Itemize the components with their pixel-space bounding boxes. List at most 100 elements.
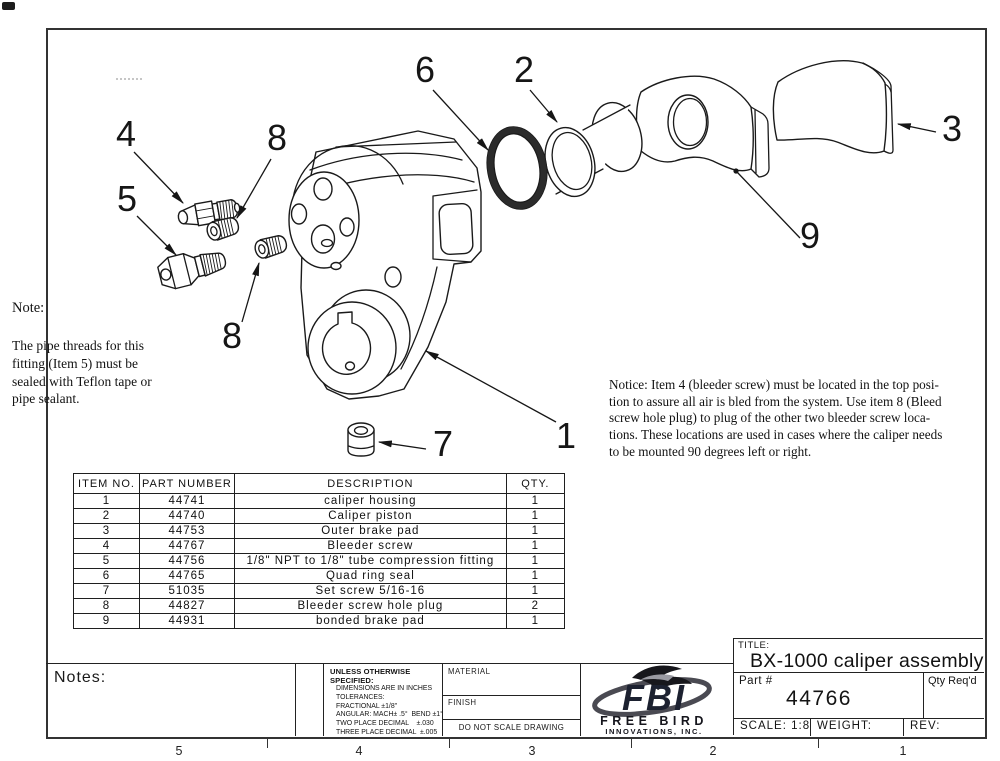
table-row: 3 44753 Outer brake pad 1	[73, 523, 565, 539]
part-number-cell: 44756	[139, 553, 235, 569]
part-number-cell: 44767	[139, 538, 235, 554]
tolerance-line: DIMENSIONS ARE IN INCHES	[336, 685, 433, 692]
title-label: TITLE:	[738, 640, 770, 651]
tolerance-line: ANGULAR: MACH± .5° BEND ±1°	[336, 711, 443, 719]
table-row: 2 44740 Caliper piston 1	[73, 508, 565, 524]
qty-cell: 1	[505, 613, 565, 629]
item-no-cell: 1	[73, 493, 140, 509]
zone-tick	[267, 737, 268, 748]
qty-cell: 1	[505, 553, 565, 569]
part-number-label: Part #	[739, 675, 773, 687]
parts-list-table: ITEM NO. PART NUMBER DESCRIPTION QTY. 1 …	[73, 473, 565, 629]
rev-label: REV:	[910, 720, 941, 732]
title-strip: Notes: UNLESS OTHERWISE SPECIFIED: DIMEN…	[46, 663, 733, 736]
qty-cell: 1	[505, 568, 565, 584]
bird-icon	[632, 665, 692, 690]
description-cell: Bleeder screw	[233, 538, 507, 554]
description-cell: 1/8" NPT to 1/8" tube compression fittin…	[233, 553, 507, 569]
description-cell: Quad ring seal	[233, 568, 507, 584]
part-number-cell: 44931	[139, 613, 235, 629]
logo-name: FREE BIRD	[600, 714, 708, 728]
logo-suffix: INNOVATIONS, INC.	[605, 727, 702, 736]
zone-tick	[449, 737, 450, 748]
qty-cell: 1	[505, 493, 565, 509]
pipe-thread-note: Note: The pipe threads for this fitting …	[12, 300, 182, 408]
part-number-cell: 51035	[139, 583, 235, 599]
zone-number: 4	[355, 744, 363, 758]
item-no-cell: 9	[73, 613, 140, 629]
description-cell: bonded brake pad	[233, 613, 507, 629]
weight-label: WEIGHT:	[817, 720, 872, 732]
qty-cell: 1	[505, 523, 565, 539]
part-number-cell: 44741	[139, 493, 235, 509]
table-row: 9 44931 bonded brake pad 1	[73, 613, 565, 629]
tolerance-line: FRACTIONAL ±1/8"	[336, 702, 398, 710]
finish-label: FINISH	[448, 698, 477, 707]
item-no-cell: 6	[73, 568, 140, 584]
bleeder-notice: Notice: Item 4 (bleeder screw) must be l…	[609, 377, 943, 459]
zone-number: 5	[175, 744, 183, 758]
part-number-cell: 44740	[139, 508, 235, 524]
tolerance-line: THREE PLACE DECIMAL ±.005	[336, 729, 438, 737]
qty-cell: 1	[505, 508, 565, 524]
notes-label: Notes:	[54, 669, 107, 686]
scale-row: SCALE: 1:8 WEIGHT: REV:	[734, 718, 984, 736]
table-row: 5 44756 1/8" NPT to 1/8" tube compressio…	[73, 553, 565, 569]
scale-value: SCALE: 1:8	[740, 720, 811, 732]
drawing-title: BX-1000 caliper assembly	[750, 650, 984, 672]
zone-tick	[818, 737, 819, 748]
item-no-cell: 5	[73, 553, 140, 569]
zone-number: 1	[899, 744, 907, 758]
notes-box: Notes:	[46, 664, 296, 736]
header-item-no: ITEM NO.	[73, 473, 140, 494]
weight-cell: WEIGHT:	[810, 718, 904, 736]
tolerance-title: UNLESS OTHERWISE SPECIFIED:	[330, 667, 411, 685]
tolerance-line: TOLERANCES:	[336, 693, 385, 701]
do-not-scale-label: DO NOT SCALE DRAWING	[458, 723, 565, 732]
title-block: TITLE: BX-1000 caliper assembly Part # 4…	[733, 638, 984, 736]
zone-number: 3	[528, 744, 536, 758]
description-cell: Caliper piston	[233, 508, 507, 524]
header-qty: QTY.	[505, 473, 565, 494]
item-no-cell: 8	[73, 598, 140, 614]
part-number-cell: 44827	[139, 598, 235, 614]
title-row: TITLE: BX-1000 caliper assembly	[734, 639, 984, 673]
qty-cell: 2	[505, 598, 565, 614]
tolerance-line: TWO PLACE DECIMAL ±.030	[336, 720, 434, 728]
item-no-cell: 3	[73, 523, 140, 539]
part-number-cell: 44765	[139, 568, 235, 584]
header-description: DESCRIPTION	[233, 473, 507, 494]
table-row: 6 44765 Quad ring seal 1	[73, 568, 565, 584]
header-part-number: PART NUMBER	[139, 473, 235, 494]
table-row: 8 44827 Bleeder screw hole plug 2	[73, 598, 565, 614]
note-heading: Note:	[12, 300, 45, 316]
tolerance-block: UNLESS OTHERWISE SPECIFIED: DIMENSIONS A…	[323, 664, 443, 736]
material-label: MATERIAL	[448, 667, 491, 676]
qty-cell: 1	[505, 583, 565, 599]
qty-reqd-label: Qty Req'd	[928, 675, 977, 687]
note-body: The pipe threads for this fitting (Item …	[12, 338, 152, 407]
zone-tick	[631, 737, 632, 748]
description-cell: Bleeder screw hole plug	[233, 598, 507, 614]
item-no-cell: 4	[73, 538, 140, 554]
description-cell: Outer brake pad	[233, 523, 507, 539]
item-no-cell: 7	[73, 583, 140, 599]
company-logo: FBI FREE BIRD INNOVATIONS, INC.	[580, 664, 733, 736]
divider	[443, 695, 580, 696]
scan-artifact-dust	[116, 78, 142, 80]
material-finish-block	[443, 664, 581, 736]
part-number-value: 44766	[786, 687, 852, 710]
description-cell: caliper housing	[233, 493, 507, 509]
zone-number: 2	[709, 744, 717, 758]
rev-cell: REV:	[903, 718, 985, 736]
qty-cell: 1	[505, 538, 565, 554]
table-row: 1 44741 caliper housing 1	[73, 493, 565, 509]
item-no-cell: 2	[73, 508, 140, 524]
qty-reqd-cell: Qty Req'd	[923, 672, 985, 718]
table-row: 7 51035 Set screw 5/16-16 1	[73, 583, 565, 599]
logo-monogram: FBI	[622, 677, 686, 718]
part-number-cell: 44753	[139, 523, 235, 539]
sheet-border	[46, 28, 987, 739]
part-number-row: Part # 44766 Qty Req'd	[734, 672, 984, 719]
scan-artifact	[2, 2, 15, 10]
